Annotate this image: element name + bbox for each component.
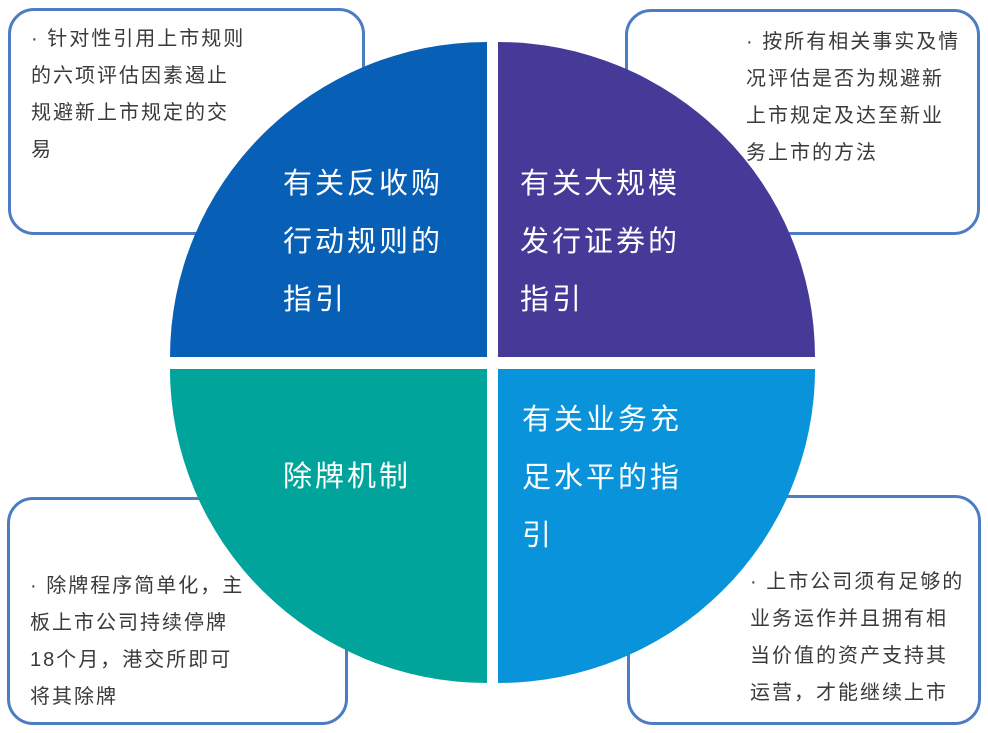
callout-bottom-left-text: · 除牌程序简单化，主 板上市公司持续停牌 18个月，港交所即可 将其除牌: [30, 575, 245, 708]
quadrant-anti-takeover-rules-label: 有关反收购 行动规则的 指引: [283, 168, 444, 316]
callout-bottom-right-text: · 上市公司须有足够的 业务运作并且拥有相 当价值的资产支持其 运营，才能继续上…: [750, 571, 965, 704]
quadrant-sufficient-operations-label: 有关业务充 足水平的指 引: [522, 404, 683, 552]
quadrant-large-scale-securities-issue-label: 有关大规模 发行证券的 指引: [520, 168, 681, 316]
callout-top-right-text: · 按所有相关事实及情 况评估是否为规避新 上市规定及达至新业 务上市的方法: [746, 31, 961, 164]
callout-top-left-text: · 针对性引用上市规则 的六项评估因素遏止 规避新上市规定的交 易: [31, 28, 246, 161]
quadrant-delisting-mechanism-label: 除牌机制: [283, 461, 412, 493]
